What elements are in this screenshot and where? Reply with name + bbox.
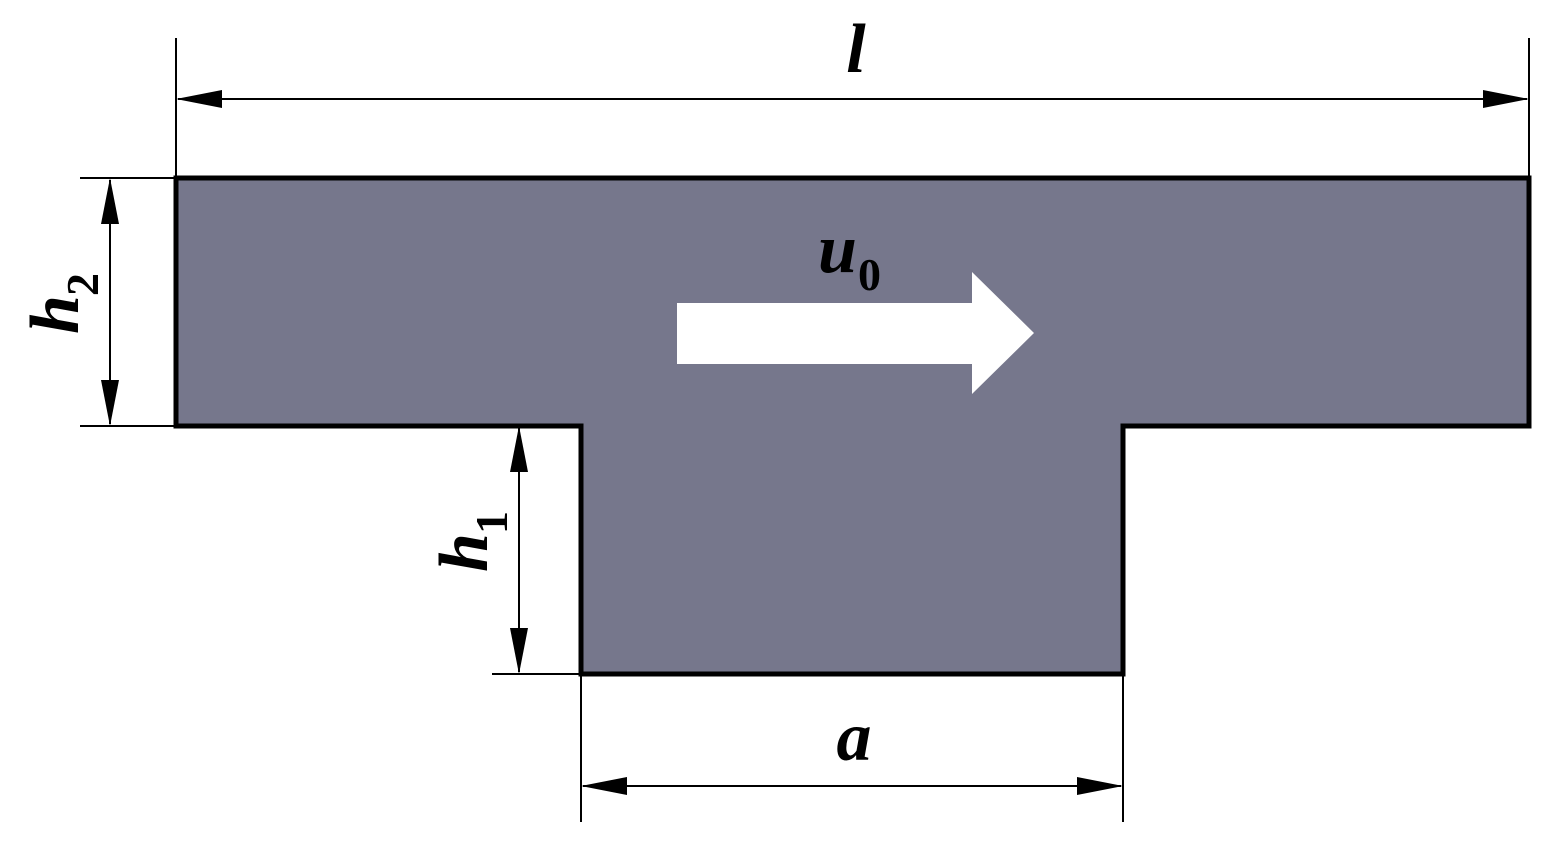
label-height-top-sub: 2 xyxy=(57,273,108,296)
label-height-bottom-sub: 1 xyxy=(466,511,517,534)
label-width-bottom: a xyxy=(837,699,872,776)
flow-arrow xyxy=(677,272,1034,394)
t-shaped-body xyxy=(173,175,1532,677)
label-velocity: u 0 xyxy=(818,211,881,300)
label-length: l xyxy=(846,11,866,88)
label-height-top: h 2 xyxy=(17,273,108,334)
label-height-bottom-main: h xyxy=(426,533,503,572)
label-velocity-sub: 0 xyxy=(858,249,881,300)
label-height-bottom: h 1 xyxy=(426,511,517,572)
label-height-top-main: h xyxy=(17,295,94,334)
label-velocity-main: u xyxy=(818,211,857,288)
